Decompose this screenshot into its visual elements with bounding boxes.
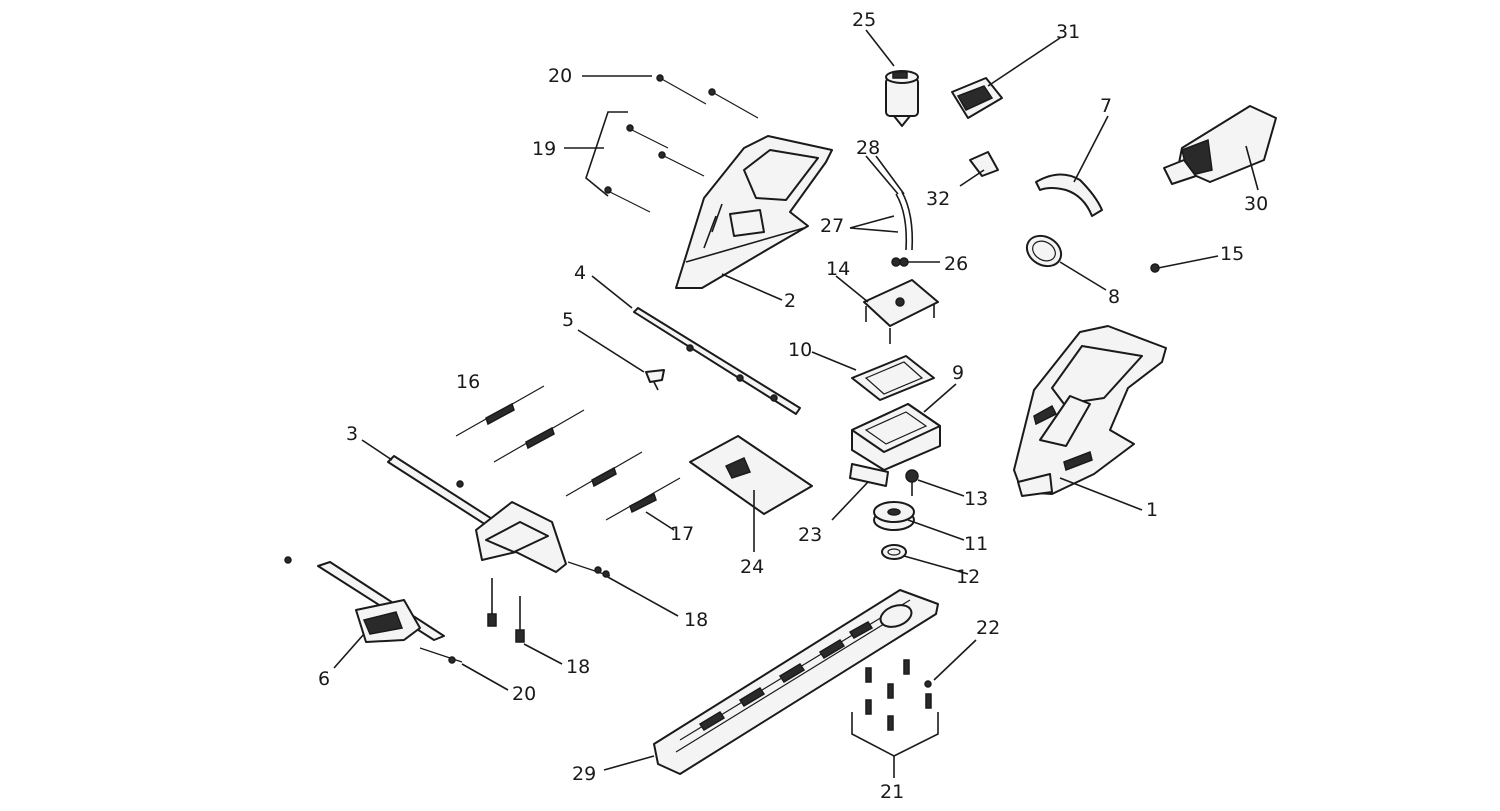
- label-25: 25: [852, 9, 876, 31]
- part-23-pad: [849, 463, 889, 487]
- part-3-frame: [387, 455, 567, 573]
- part-29-blade: [653, 589, 939, 775]
- part-17-springs: [565, 451, 681, 521]
- label-24: 24: [740, 556, 764, 578]
- part-26-spring: [891, 257, 909, 267]
- part-4-bar: [633, 307, 801, 415]
- part-7-lever: [1035, 173, 1103, 217]
- part-20-screws-top: [656, 74, 759, 119]
- part-32-clip: [969, 151, 999, 177]
- part-22-screw: [924, 680, 932, 688]
- part-10-gasket: [851, 355, 935, 401]
- label-18-right: 18: [684, 609, 708, 631]
- part-11-gear: [873, 501, 915, 531]
- label-16: 16: [456, 371, 480, 393]
- part-6-guard: [284, 556, 445, 643]
- label-8: 8: [1108, 286, 1120, 308]
- part-13-shaft: [905, 469, 919, 496]
- part-18-pin-right: [567, 561, 611, 578]
- label-12: 12: [956, 566, 980, 588]
- label-2: 2: [784, 290, 796, 312]
- label-22: 22: [976, 617, 1000, 639]
- label-23: 23: [798, 524, 822, 546]
- label-13: 13: [964, 488, 988, 510]
- part-5-nut: [645, 369, 665, 391]
- part-12-washer: [881, 544, 907, 560]
- label-27: 27: [820, 215, 844, 237]
- part-14-plate: [863, 279, 939, 344]
- part-31-switch: [951, 77, 1003, 119]
- label-30: 30: [1244, 193, 1268, 215]
- part-20-screws-bottom: [419, 647, 463, 664]
- label-28: 28: [856, 137, 880, 159]
- label-31: 31: [1056, 21, 1080, 43]
- label-10: 10: [788, 339, 812, 361]
- label-18-bottom: 18: [566, 656, 590, 678]
- part-2-left-housing: [675, 135, 833, 289]
- label-19: 19: [532, 138, 556, 160]
- label-4: 4: [574, 262, 586, 284]
- part-18-bolts: [487, 578, 525, 643]
- label-32: 32: [926, 188, 950, 210]
- leader-lines: [333, 29, 1259, 778]
- label-20-top: 20: [548, 65, 572, 87]
- label-6: 6: [318, 668, 330, 690]
- label-21: 21: [880, 781, 904, 803]
- label-9: 9: [952, 362, 964, 384]
- label-1: 1: [1146, 499, 1158, 521]
- label-20-bottom: 20: [512, 683, 536, 705]
- label-5: 5: [562, 309, 574, 331]
- part-21-screws: [865, 659, 932, 731]
- part-30-battery: [1163, 105, 1277, 185]
- label-17: 17: [670, 523, 694, 545]
- label-29: 29: [572, 763, 596, 785]
- label-7: 7: [1100, 95, 1112, 117]
- part-25-motor: [885, 70, 919, 127]
- part-27-28-pin: [895, 191, 914, 251]
- part-16-springs: [455, 385, 585, 463]
- part-9-gearbox: [851, 403, 941, 471]
- label-3: 3: [346, 423, 358, 445]
- part-24-sheet: [689, 435, 813, 515]
- label-26: 26: [944, 253, 968, 275]
- part-1-right-housing: [1013, 325, 1167, 497]
- label-14: 14: [826, 258, 850, 280]
- part-number-labels: 25 31 20 7 19 28 32 30 27 15 26 14 4 8 2…: [318, 9, 1268, 803]
- part-8-ring: [1025, 234, 1063, 268]
- part-19-screws: [604, 124, 705, 213]
- part-15-screw: [1150, 263, 1160, 273]
- label-15: 15: [1220, 243, 1244, 265]
- label-11: 11: [964, 533, 988, 555]
